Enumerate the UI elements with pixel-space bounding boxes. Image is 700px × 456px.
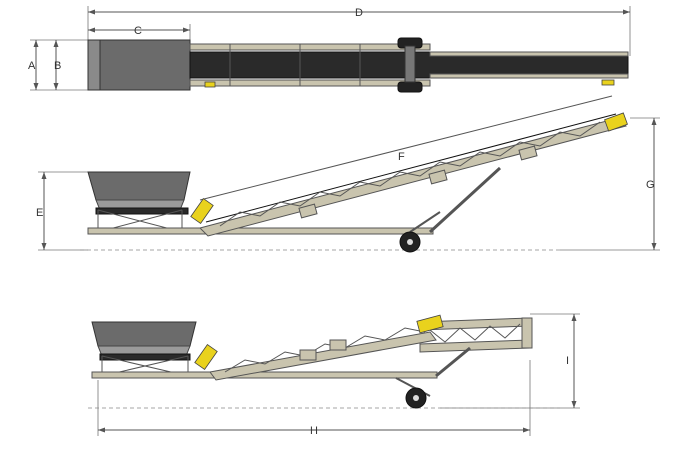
top-view: D C A B — [28, 6, 631, 93]
boom-lowered — [209, 331, 437, 381]
boom-raised — [199, 117, 627, 237]
base-frame-lowered — [91, 371, 438, 379]
dimension-f-label: F — [398, 151, 405, 163]
dimension-b-label: B — [54, 60, 61, 72]
hopper-top — [87, 39, 191, 91]
dimension-h-label: H — [310, 425, 318, 437]
side-view-lowered: I H — [88, 313, 580, 437]
dimension-f-line — [199, 95, 613, 201]
side-view-raised: E G F — [36, 95, 660, 253]
dimension-e-label: E — [36, 207, 43, 219]
base-frame-raised — [87, 227, 434, 235]
dimension-a-label: A — [28, 60, 36, 72]
dimension-d-label: D — [355, 7, 363, 19]
dimension-i-label: I — [566, 355, 569, 367]
hopper-side-raised — [87, 171, 191, 201]
hopper-side-lowered — [91, 321, 197, 347]
dimension-c-label: C — [134, 25, 142, 37]
dimension-g-label: G — [646, 179, 655, 191]
